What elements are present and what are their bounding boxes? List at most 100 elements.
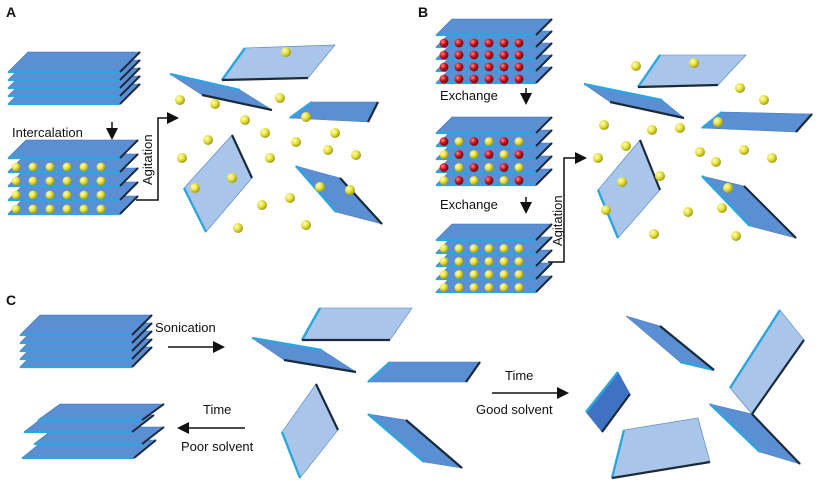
b-yel-ball [469,270,479,279]
b-free-ball [689,58,699,68]
b-red-ball [454,50,464,60]
c-stable-bottom-right-edge [751,413,801,465]
good-solvent-label: Good solvent [476,402,553,417]
b-red-sheet-1-side [535,30,553,48]
c-restack-sheet-0-side [141,403,165,421]
c-restack-sheet-2-side [141,426,165,445]
panel-c-stable-dispersion [585,309,805,480]
b-yel-ball [499,283,509,292]
c-stack-sheet-2-side [131,330,153,352]
a-sheet-right-edge [367,101,379,123]
b-mix-ball [454,150,464,159]
time-good-label: Time [505,368,533,383]
b-yel-ball [439,257,449,266]
b-red-sheet-2-side [535,42,553,60]
b-yel-ball [454,244,464,253]
a-free-ball [177,153,187,163]
a-free-ball [190,183,200,193]
b-mix-ball [454,163,464,172]
b-red-ball [439,74,449,84]
b-free-ball [717,203,727,213]
b-red-ball [469,50,479,60]
b-yel-ball [499,257,509,266]
b-yel-ball [469,257,479,266]
b-mix-ball [439,150,449,159]
panel-a-layered-crystal [7,51,141,106]
b-yel-ball [484,244,494,253]
b-free-ball [735,83,745,93]
b-mix-ball [439,163,449,172]
a-inter-ball [45,162,55,172]
a-free-ball [285,193,295,203]
poor-solvent-label: Poor solvent [181,439,254,454]
a-sheet-bottom-right-edge [339,177,383,225]
b-mix-ball [469,163,479,172]
b-yel-sheet-2-side [535,249,553,267]
time-poor-label: Time [203,402,231,417]
b-mix-ball [499,137,509,146]
b-mix-ball [514,163,524,172]
b-sheet-right-edge [795,113,813,133]
c-stable-top-left [625,315,715,371]
a-inter-ball [79,190,89,200]
c-disp-bottom-right [367,413,463,469]
b-red-ball [439,38,449,48]
a-inter-ball [28,204,38,214]
b-mix-ball [454,137,464,146]
a-free-ball [291,137,301,147]
a-inter-sheet-0-side [119,139,139,159]
b-yel-ball [484,270,494,279]
b-yel-ball [469,283,479,292]
c-stable-right [729,309,805,415]
b-mix-ball [484,137,494,146]
c-stable-right-edge [751,339,805,415]
b-mix-ball [454,176,464,185]
c-stable-right-edge [728,309,782,389]
panel-b-yellow-intercalated-stack [435,223,553,294]
b-free-ball [683,207,693,217]
a-stack-sheet-0 [7,51,141,73]
b-free-ball [711,157,721,167]
c-stack-sheet-4-side [131,346,153,368]
b-sheet-left-edge [609,100,685,120]
a-inter-ball [96,190,106,200]
b-mix-ball [484,163,494,172]
c-disp-left-edge [251,336,323,352]
b-red-ball [439,62,449,72]
b-mix-ball [514,137,524,146]
a-stack-sheet-2-side [119,67,141,89]
a-inter-ball [28,162,38,172]
panel-b-red-intercalated-stack [435,18,553,85]
a-inter-ball [62,162,72,172]
b-yel-ball [514,270,524,279]
c-disp-left [251,337,357,373]
a-free-ball [281,47,291,57]
b-yel-ball [469,244,479,253]
b-yel-ball [454,270,464,279]
a-inter-ball [28,176,38,186]
b-free-ball [631,61,641,71]
a-inter-ball [45,176,55,186]
a-free-ball [240,115,250,125]
b-red-ball [469,38,479,48]
c-stack-sheet-0-side [131,314,153,336]
a-sheet-top-edge [221,47,246,81]
a-sheet-left-edge [201,93,273,112]
c-stable-left-edge [601,393,631,433]
panel-c-restacked-sheets [21,403,165,460]
a-stack-sheet-1-side [119,59,141,81]
a-inter-ball [45,190,55,200]
b-yel-sheet-1-side [535,236,553,254]
b-free-ball [723,183,733,193]
c-disp-bottom-left-edge [315,383,339,431]
a-free-ball [227,173,237,183]
b-mix-ball [499,163,509,172]
c-disp-bottom-left-edge [280,431,302,479]
a-inter-ball [11,190,21,200]
a-stack-sheet-3-side [119,75,141,97]
a-free-ball [315,182,325,192]
panel-b-agitation-label: Agitation [550,195,565,246]
b-free-ball [621,141,631,151]
b-red-ball [484,74,494,84]
